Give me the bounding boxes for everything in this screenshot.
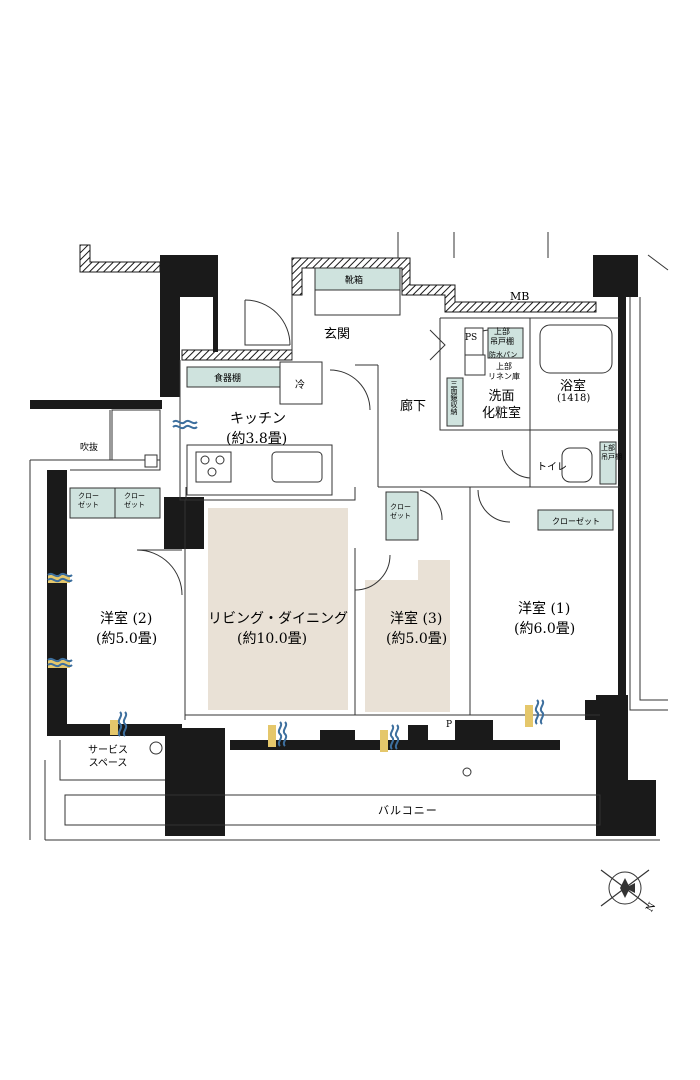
- structural-walls: [30, 255, 656, 836]
- upper-cabinet-washroom: [487, 327, 524, 359]
- sanmen-kyouzou: [446, 377, 464, 427]
- closet-room1: [537, 509, 614, 531]
- closet-corridor: [385, 491, 419, 541]
- youshitsu3-floor-highlight: [365, 560, 450, 712]
- getabako-storage: [314, 267, 401, 291]
- hatched-wall-top-left: [79, 244, 161, 273]
- upper-cabinet-toilet: [599, 441, 617, 485]
- compass-icon: [600, 869, 650, 907]
- ps-shaft: [464, 327, 484, 357]
- fridge-space: [279, 361, 323, 405]
- water-tap: [149, 741, 163, 755]
- kitchen-sink: [271, 451, 323, 483]
- bathtub: [539, 324, 613, 374]
- fukinuke-grid: [111, 409, 161, 461]
- toilet-fixture: [561, 447, 593, 483]
- shokkidana-storage: [186, 366, 281, 388]
- hatched-wall-top: [291, 257, 597, 313]
- airflow-indicators: [47, 419, 545, 752]
- hatched-wall-kitchen: [181, 349, 293, 361]
- stove: [195, 451, 232, 483]
- living-floor-highlight: [208, 508, 348, 710]
- drain: [144, 454, 158, 468]
- door-swings: [136, 299, 531, 596]
- drain-point: [462, 767, 472, 777]
- getabako-doors: [314, 289, 401, 316]
- washer-pan: [464, 354, 486, 376]
